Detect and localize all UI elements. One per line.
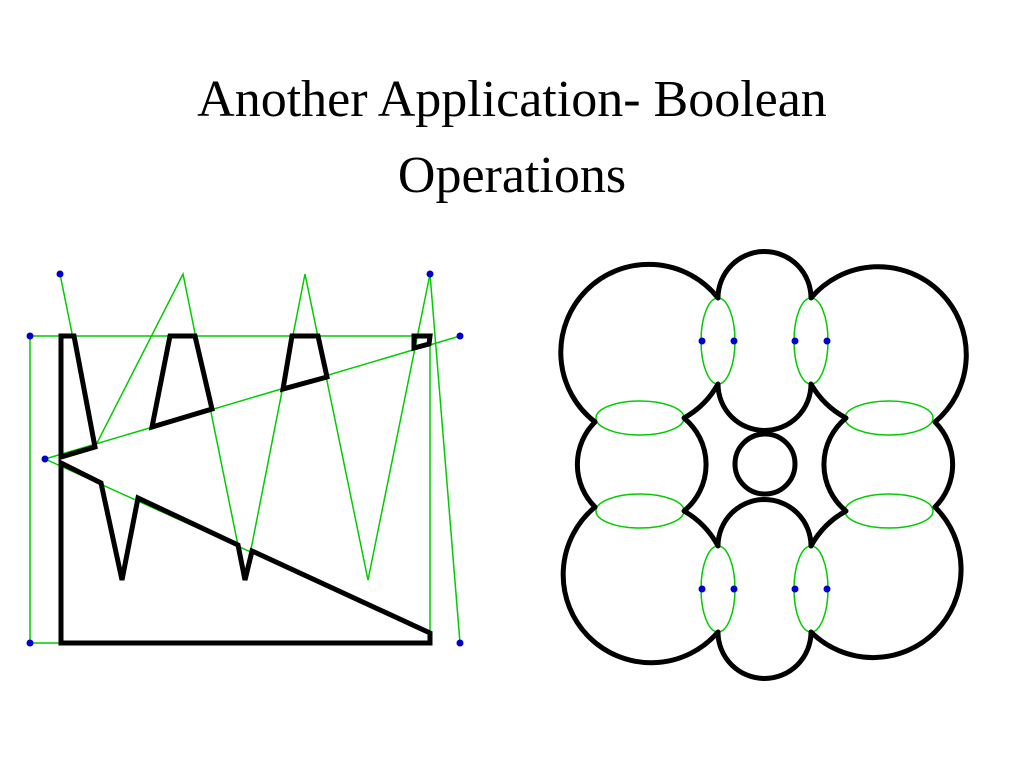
overlap-lens-top-right bbox=[793, 297, 829, 385]
vertex-point bbox=[823, 337, 831, 345]
overlap-lens-bottom-right bbox=[793, 545, 829, 633]
vertex-point bbox=[26, 639, 34, 647]
construction-zigzag bbox=[59, 271, 461, 644]
overlap-lens-top-left bbox=[700, 297, 736, 385]
polygon-result-outline bbox=[58, 333, 433, 646]
vertex-point bbox=[26, 332, 34, 340]
vertex-point bbox=[456, 332, 464, 340]
overlap-lens-right-lower bbox=[844, 493, 934, 529]
vertex-point bbox=[56, 270, 64, 278]
vertex-point bbox=[730, 337, 738, 345]
slide-title: Another Application- Boolean Operations bbox=[0, 62, 1024, 214]
vertex-point bbox=[41, 455, 49, 463]
circle-vertex-points bbox=[698, 337, 831, 593]
result-polygon-3 bbox=[279, 333, 330, 393]
overlap-lens-left-lower bbox=[595, 493, 685, 529]
vertex-point bbox=[698, 337, 706, 345]
overlap-lens-bottom-left bbox=[700, 545, 736, 633]
vertex-point bbox=[698, 585, 706, 593]
result-polygon-1 bbox=[58, 333, 98, 461]
vertex-point bbox=[823, 585, 831, 593]
circle-result-outline bbox=[558, 249, 969, 681]
vertex-point bbox=[456, 639, 464, 647]
slide-title-line-1: Another Application- Boolean bbox=[197, 71, 827, 128]
vertex-point bbox=[730, 585, 738, 593]
result-polygon-2 bbox=[148, 333, 215, 431]
vertex-point bbox=[426, 270, 434, 278]
construction-upper-ray bbox=[44, 335, 461, 460]
overlap-lens-right-upper bbox=[844, 400, 934, 436]
result-polygon-5 bbox=[58, 458, 433, 646]
circle-construction-arcs bbox=[595, 297, 934, 633]
overlap-lens-left-upper bbox=[595, 400, 685, 436]
vertex-point bbox=[791, 337, 799, 345]
center-hole-circle bbox=[732, 431, 798, 497]
result-polygon-4 bbox=[411, 333, 433, 352]
slide-title-line-2: Operations bbox=[397, 147, 627, 204]
union-outer-boundary bbox=[558, 249, 969, 681]
union-inner-boundary bbox=[681, 381, 849, 549]
polygon-vertex-points bbox=[26, 270, 464, 647]
vertex-point bbox=[791, 585, 799, 593]
